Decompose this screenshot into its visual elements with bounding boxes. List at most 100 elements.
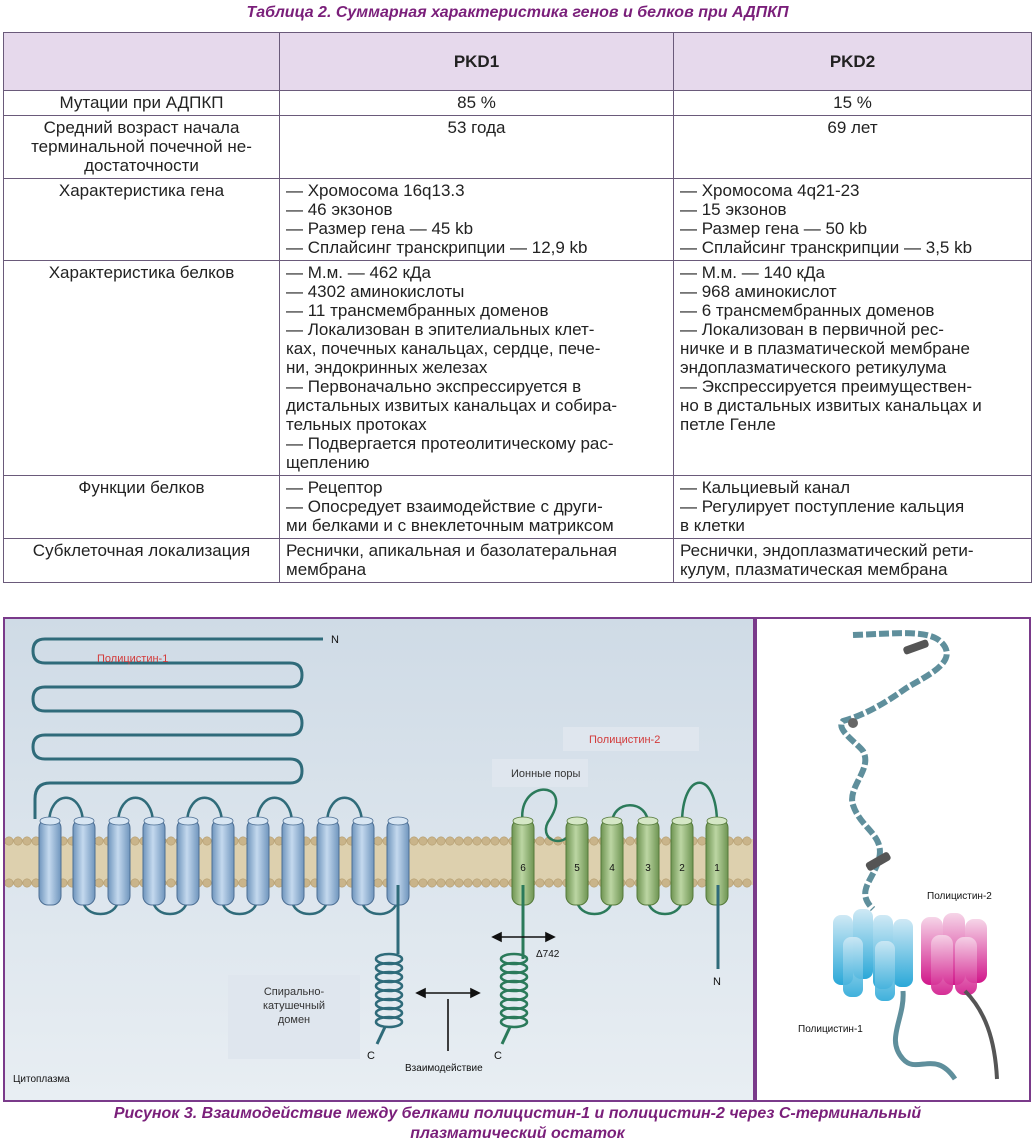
cell-line: — Сплайсинг транскрипции — 3,5 kb <box>680 238 973 257</box>
row-label: Функции белков <box>3 475 280 539</box>
cytoplasm-label: Цитоплазма <box>13 1074 70 1085</box>
cell-line: — Хромосома 16q13.3 <box>286 181 465 200</box>
cell-line: 69 лет <box>827 118 878 137</box>
cell-line: 53 года <box>447 118 506 137</box>
cell-line: щеплению <box>286 453 370 472</box>
cell-line: ках, почечных канальцах, сердце, пече- <box>286 339 601 358</box>
helix-number: 2 <box>679 863 685 874</box>
cell-line: Функции белков <box>78 478 205 497</box>
polycystin1-helix <box>281 818 305 906</box>
right-panel-3d-structure: Полицистин-2 Полицистин-1 <box>798 630 999 1081</box>
cell-line: Мутации при АДПКП <box>59 93 224 112</box>
row-label: Мутации при АДПКП <box>3 90 280 116</box>
right-polycystin1-label: Полицистин-1 <box>798 1024 863 1035</box>
pkd2-cell: — Кальциевый канал— Регулирует поступлен… <box>673 475 1032 539</box>
cell-line: мембрана <box>286 560 367 579</box>
polycystin1-helices <box>38 816 410 906</box>
polycystin1-helix <box>107 818 131 906</box>
table-header-row: PKD1 PKD2 <box>3 32 1032 91</box>
pkd1-cell: — Хромосома 16q13.3— 46 экзонов— Размер … <box>279 178 674 261</box>
cell-line: достаточности <box>84 156 199 175</box>
polycystin2-helix <box>565 818 589 906</box>
polycystin1-helix <box>246 818 270 906</box>
coil-domain-label-1: Спирально- <box>264 986 325 998</box>
cell-line: — М.м. — 462 кДа <box>286 263 431 282</box>
polycystin1-helix <box>316 818 340 906</box>
cell-line: кулум, плазматическая мембрана <box>680 560 948 579</box>
row-label: Субклеточная локализация <box>3 538 280 583</box>
coil-domain-label-box <box>228 975 360 1059</box>
cell-line: Характеристика белков <box>48 263 235 282</box>
cell-line: — 46 экзонов <box>286 200 393 219</box>
cell-line: — Локализован в первичной рес- <box>680 320 944 339</box>
cell-line: — Экспрессируется преимуществен- <box>680 377 973 396</box>
cell-line: — 11 трансмембранных доменов <box>286 301 549 320</box>
header-empty <box>3 32 280 91</box>
cell-line: — Первоначально экспрессируется в <box>286 377 582 396</box>
ion-pores-label-box <box>492 759 588 787</box>
polycystin1-extracellular-chain <box>31 637 323 819</box>
row-label: Характеристика гена <box>3 178 280 261</box>
cell-line: Средний возраст начала <box>43 118 240 137</box>
pkd1-cell: — Рецептор— Опосредует взаимодействие с … <box>279 475 674 539</box>
helix-number: 1 <box>714 863 720 874</box>
cell-line: но в дистальных извитых канальцах и <box>680 396 982 415</box>
row-label: Характеристика белков <box>3 260 280 476</box>
polycystin2-helix <box>670 818 694 906</box>
helix-number: 4 <box>609 863 615 874</box>
header-pkd1: PKD1 <box>279 32 674 91</box>
cell-line: 85 % <box>457 93 496 112</box>
figure-caption-line1: Рисунок 3. Взаимодействие между белками … <box>113 1105 922 1122</box>
pkd2-cell: 15 % <box>673 90 1032 116</box>
cell-line: 15 % <box>833 93 872 112</box>
polycystin2-c-end <box>500 1026 512 1045</box>
summary-table: PKD1 PKD2 Мутации при АДПКП 85 % 15 % Средн… <box>3 32 1032 583</box>
cell-line: в клетки <box>680 516 745 535</box>
figure-caption: Рисунок 3. Взаимодействие между белками … <box>0 1104 1035 1144</box>
table-row: Характеристика белков — М.м. — 462 кДа— 4… <box>3 260 1032 476</box>
cell-line: ми белками и с внеклеточным матриксом <box>286 516 614 535</box>
c-terminus-label-2: C <box>494 1050 502 1062</box>
polycystin2-label: Полицистин-2 <box>589 734 660 746</box>
n-terminus-label-2: N <box>713 976 721 988</box>
polycystin2-coiled-coil <box>499 952 529 1029</box>
cell-line: эндоплазматического ретикулума <box>680 358 947 377</box>
polycystin2-label-box <box>563 727 699 751</box>
helix-number: 6 <box>520 863 526 874</box>
c-terminus-label-1: C <box>367 1050 375 1062</box>
pkd2-cell: Реснички, эндоплазматический рети-кулум,… <box>673 538 1032 583</box>
polycystin1-helix <box>351 818 375 906</box>
cell-line: — 15 экзонов <box>680 200 787 219</box>
polycystin1-helix <box>38 818 62 906</box>
delta742-arrow <box>491 931 556 943</box>
table-row: Мутации при АДПКП 85 % 15 % <box>3 90 1032 116</box>
cell-line: — Кальциевый канал <box>680 478 851 497</box>
helix-number: 3 <box>645 863 651 874</box>
cell-line: — Рецептор <box>286 478 383 497</box>
interaction-arrow <box>415 987 481 1051</box>
cell-line: ни, эндокринных железах <box>286 358 488 377</box>
pkd2-cell: — Хромосома 4q21-23— 15 экзонов— Размер … <box>673 178 1032 261</box>
cell-line: — Хромосома 4q21-23 <box>680 181 860 200</box>
pkd1-cell: 85 % <box>279 90 674 116</box>
cell-line: — 968 аминокислот <box>680 282 837 301</box>
table-caption: Таблица 2. Суммарная характеристика гено… <box>246 4 789 21</box>
cell-line: — 4302 аминокислоты <box>286 282 465 301</box>
n-terminus-label-1: N <box>331 634 339 646</box>
cell-line: — Опосредует взаимодействие с други- <box>286 497 603 516</box>
pkd2-cell: — М.м. — 140 кДа— 968 аминокислот— 6 тра… <box>673 260 1032 476</box>
polycystin1-helix <box>176 818 200 906</box>
interaction-label: Взаимодействие <box>405 1063 483 1074</box>
cell-line: — М.м. — 140 кДа <box>680 263 825 282</box>
right-polycystin2-label: Полицистин-2 <box>927 891 992 902</box>
cell-line: — Сплайсинг транскрипции — 12,9 kb <box>286 238 588 257</box>
cell-line: — 6 трансмембранных доменов <box>680 301 935 320</box>
pkd2-cell: 69 лет <box>673 115 1032 179</box>
